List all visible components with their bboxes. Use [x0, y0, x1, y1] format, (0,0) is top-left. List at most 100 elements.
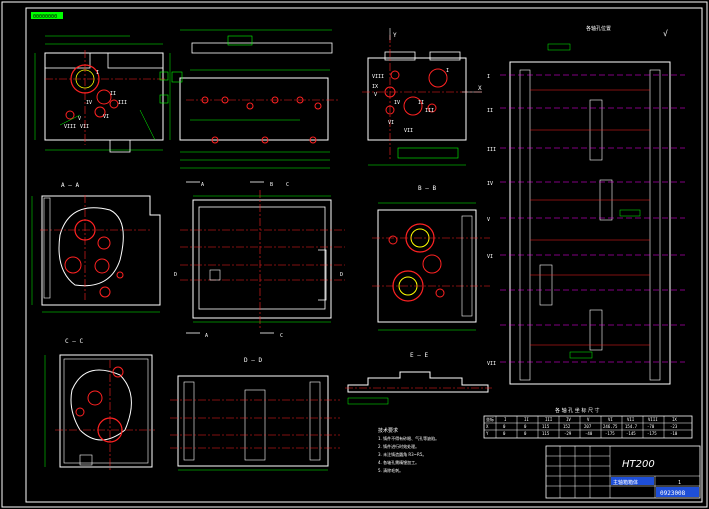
- svg-text:I: I: [487, 74, 490, 80]
- svg-text:II: II: [110, 91, 116, 97]
- section-aa-view: [31, 195, 161, 313]
- svg-text:4. 各轴孔需精镗加工。: 4. 各轴孔需精镗加工。: [378, 459, 419, 465]
- section-cc-title: C — C: [65, 338, 83, 345]
- title-block: [545, 445, 701, 499]
- svg-text:IX: IX: [372, 84, 378, 90]
- svg-text:-29: -29: [564, 431, 572, 436]
- svg-text:0: 0: [524, 431, 527, 436]
- svg-text:VII: VII: [627, 417, 635, 422]
- svg-text:II: II: [418, 100, 424, 106]
- front-view: [34, 35, 171, 153]
- axis-layout-panel: [500, 43, 685, 385]
- section-dd-view: [170, 375, 340, 471]
- axis-y-label: Y: [393, 32, 397, 39]
- axis-x-label: X: [478, 85, 482, 92]
- drawing-number: 0923008: [660, 490, 686, 497]
- svg-text:-175: -175: [647, 431, 657, 436]
- svg-text:IV: IV: [566, 417, 571, 422]
- axis-layout-row-labels: I II III IV V VI VII: [487, 74, 496, 367]
- svg-text:I: I: [504, 417, 507, 422]
- svg-text:-23: -23: [670, 424, 678, 429]
- coord-table: 坐标 X Y I II III IV V VI VII VIII IX 0 0 …: [483, 415, 693, 439]
- section-cc-view: [44, 354, 155, 470]
- svg-text:IV: IV: [487, 181, 493, 187]
- svg-text:3. 未注铸造圆角 R3~R5。: 3. 未注铸造圆角 R3~R5。: [378, 451, 426, 457]
- svg-text:0: 0: [524, 424, 527, 429]
- svg-text:V: V: [587, 417, 590, 422]
- svg-text:VII: VII: [80, 124, 89, 130]
- svg-text:115: 115: [542, 431, 550, 436]
- sheet-number: 1: [678, 480, 681, 486]
- svg-text:154.7: 154.7: [625, 424, 638, 429]
- part-name: 主轴箱箱体: [613, 479, 638, 486]
- svg-text:IX: IX: [672, 417, 677, 422]
- svg-text:III: III: [545, 417, 553, 422]
- svg-text:IV: IV: [86, 100, 92, 106]
- section-aa-title: A — A: [61, 182, 79, 189]
- svg-text:-40: -40: [585, 431, 593, 436]
- svg-text:0: 0: [503, 424, 506, 429]
- top-view: [171, 29, 340, 169]
- section-bb-view: [372, 202, 490, 331]
- section-ee-view: [345, 371, 492, 405]
- svg-text:C: C: [280, 333, 283, 339]
- section-b-cut-marks: A B C A C D D: [174, 182, 343, 339]
- svg-text:-175: -175: [605, 431, 615, 436]
- svg-text:1. 铸件不得有砂眼、气孔等缺陷。: 1. 铸件不得有砂眼、气孔等缺陷。: [378, 435, 439, 441]
- svg-text:II: II: [487, 108, 493, 114]
- svg-text:V: V: [487, 217, 490, 223]
- svg-text:-70: -70: [647, 424, 655, 429]
- svg-text:VI: VI: [487, 254, 493, 260]
- svg-text:VI: VI: [103, 114, 109, 120]
- svg-text:坐标: 坐标: [486, 416, 494, 422]
- svg-text:VI: VI: [388, 120, 394, 126]
- side-view-tags: I II III IV V VI VII VIII IX: [372, 68, 449, 134]
- technical-notes: 技术要求 1. 铸件不得有砂眼、气孔等缺陷。 2. 铸件进行时效处理。 3. 未…: [378, 427, 439, 473]
- svg-text:VI: VI: [608, 417, 613, 422]
- stamp-text: 00000000: [33, 14, 57, 20]
- svg-text:V: V: [374, 92, 377, 98]
- svg-text:115: 115: [542, 424, 550, 429]
- section-b-view: [180, 181, 345, 334]
- svg-text:C: C: [286, 182, 289, 188]
- side-view: [362, 28, 482, 166]
- svg-text:246.75: 246.75: [603, 424, 618, 429]
- surface-mark: √: [663, 29, 668, 38]
- svg-text:III: III: [487, 147, 496, 153]
- front-view-tags: I II III IV V VI VII VIII: [64, 70, 127, 130]
- svg-text:D: D: [340, 272, 343, 278]
- right-panel-title: 各轴孔位置: [586, 25, 611, 32]
- svg-text:VII: VII: [404, 128, 413, 134]
- svg-text:VIII: VIII: [648, 417, 658, 422]
- svg-text:5. 清除毛刺。: 5. 清除毛刺。: [378, 467, 403, 473]
- svg-text:A: A: [201, 182, 204, 188]
- svg-text:D: D: [174, 272, 177, 278]
- svg-text:III: III: [118, 100, 127, 106]
- svg-text:VIII: VIII: [64, 124, 76, 130]
- section-bb-title: B — B: [418, 185, 436, 192]
- svg-text:2. 铸件进行时效处理。: 2. 铸件进行时效处理。: [378, 443, 419, 449]
- svg-text:-145: -145: [626, 431, 636, 436]
- svg-text:V: V: [78, 116, 81, 122]
- stamp-box: [31, 12, 63, 19]
- inner-frame: [25, 7, 703, 503]
- svg-text:III: III: [425, 108, 434, 114]
- svg-text:VII: VII: [487, 361, 496, 367]
- svg-text:Y: Y: [486, 431, 489, 436]
- section-ee-title: E — E: [410, 352, 428, 359]
- svg-text:IV: IV: [394, 100, 400, 106]
- svg-text:II: II: [524, 417, 529, 422]
- svg-text:I: I: [446, 68, 449, 74]
- coord-table-caption: 各 轴 孔 坐 标 尺 寸: [555, 407, 600, 414]
- svg-text:207: 207: [584, 424, 592, 429]
- svg-text:X: X: [486, 424, 489, 429]
- svg-text:-10: -10: [670, 431, 678, 436]
- svg-text:A: A: [205, 333, 208, 339]
- svg-text:152: 152: [563, 424, 571, 429]
- svg-text:B: B: [270, 182, 273, 188]
- svg-text:技术要求: 技术要求: [378, 427, 398, 434]
- svg-text:VIII: VIII: [372, 74, 384, 80]
- svg-text:I: I: [96, 70, 99, 76]
